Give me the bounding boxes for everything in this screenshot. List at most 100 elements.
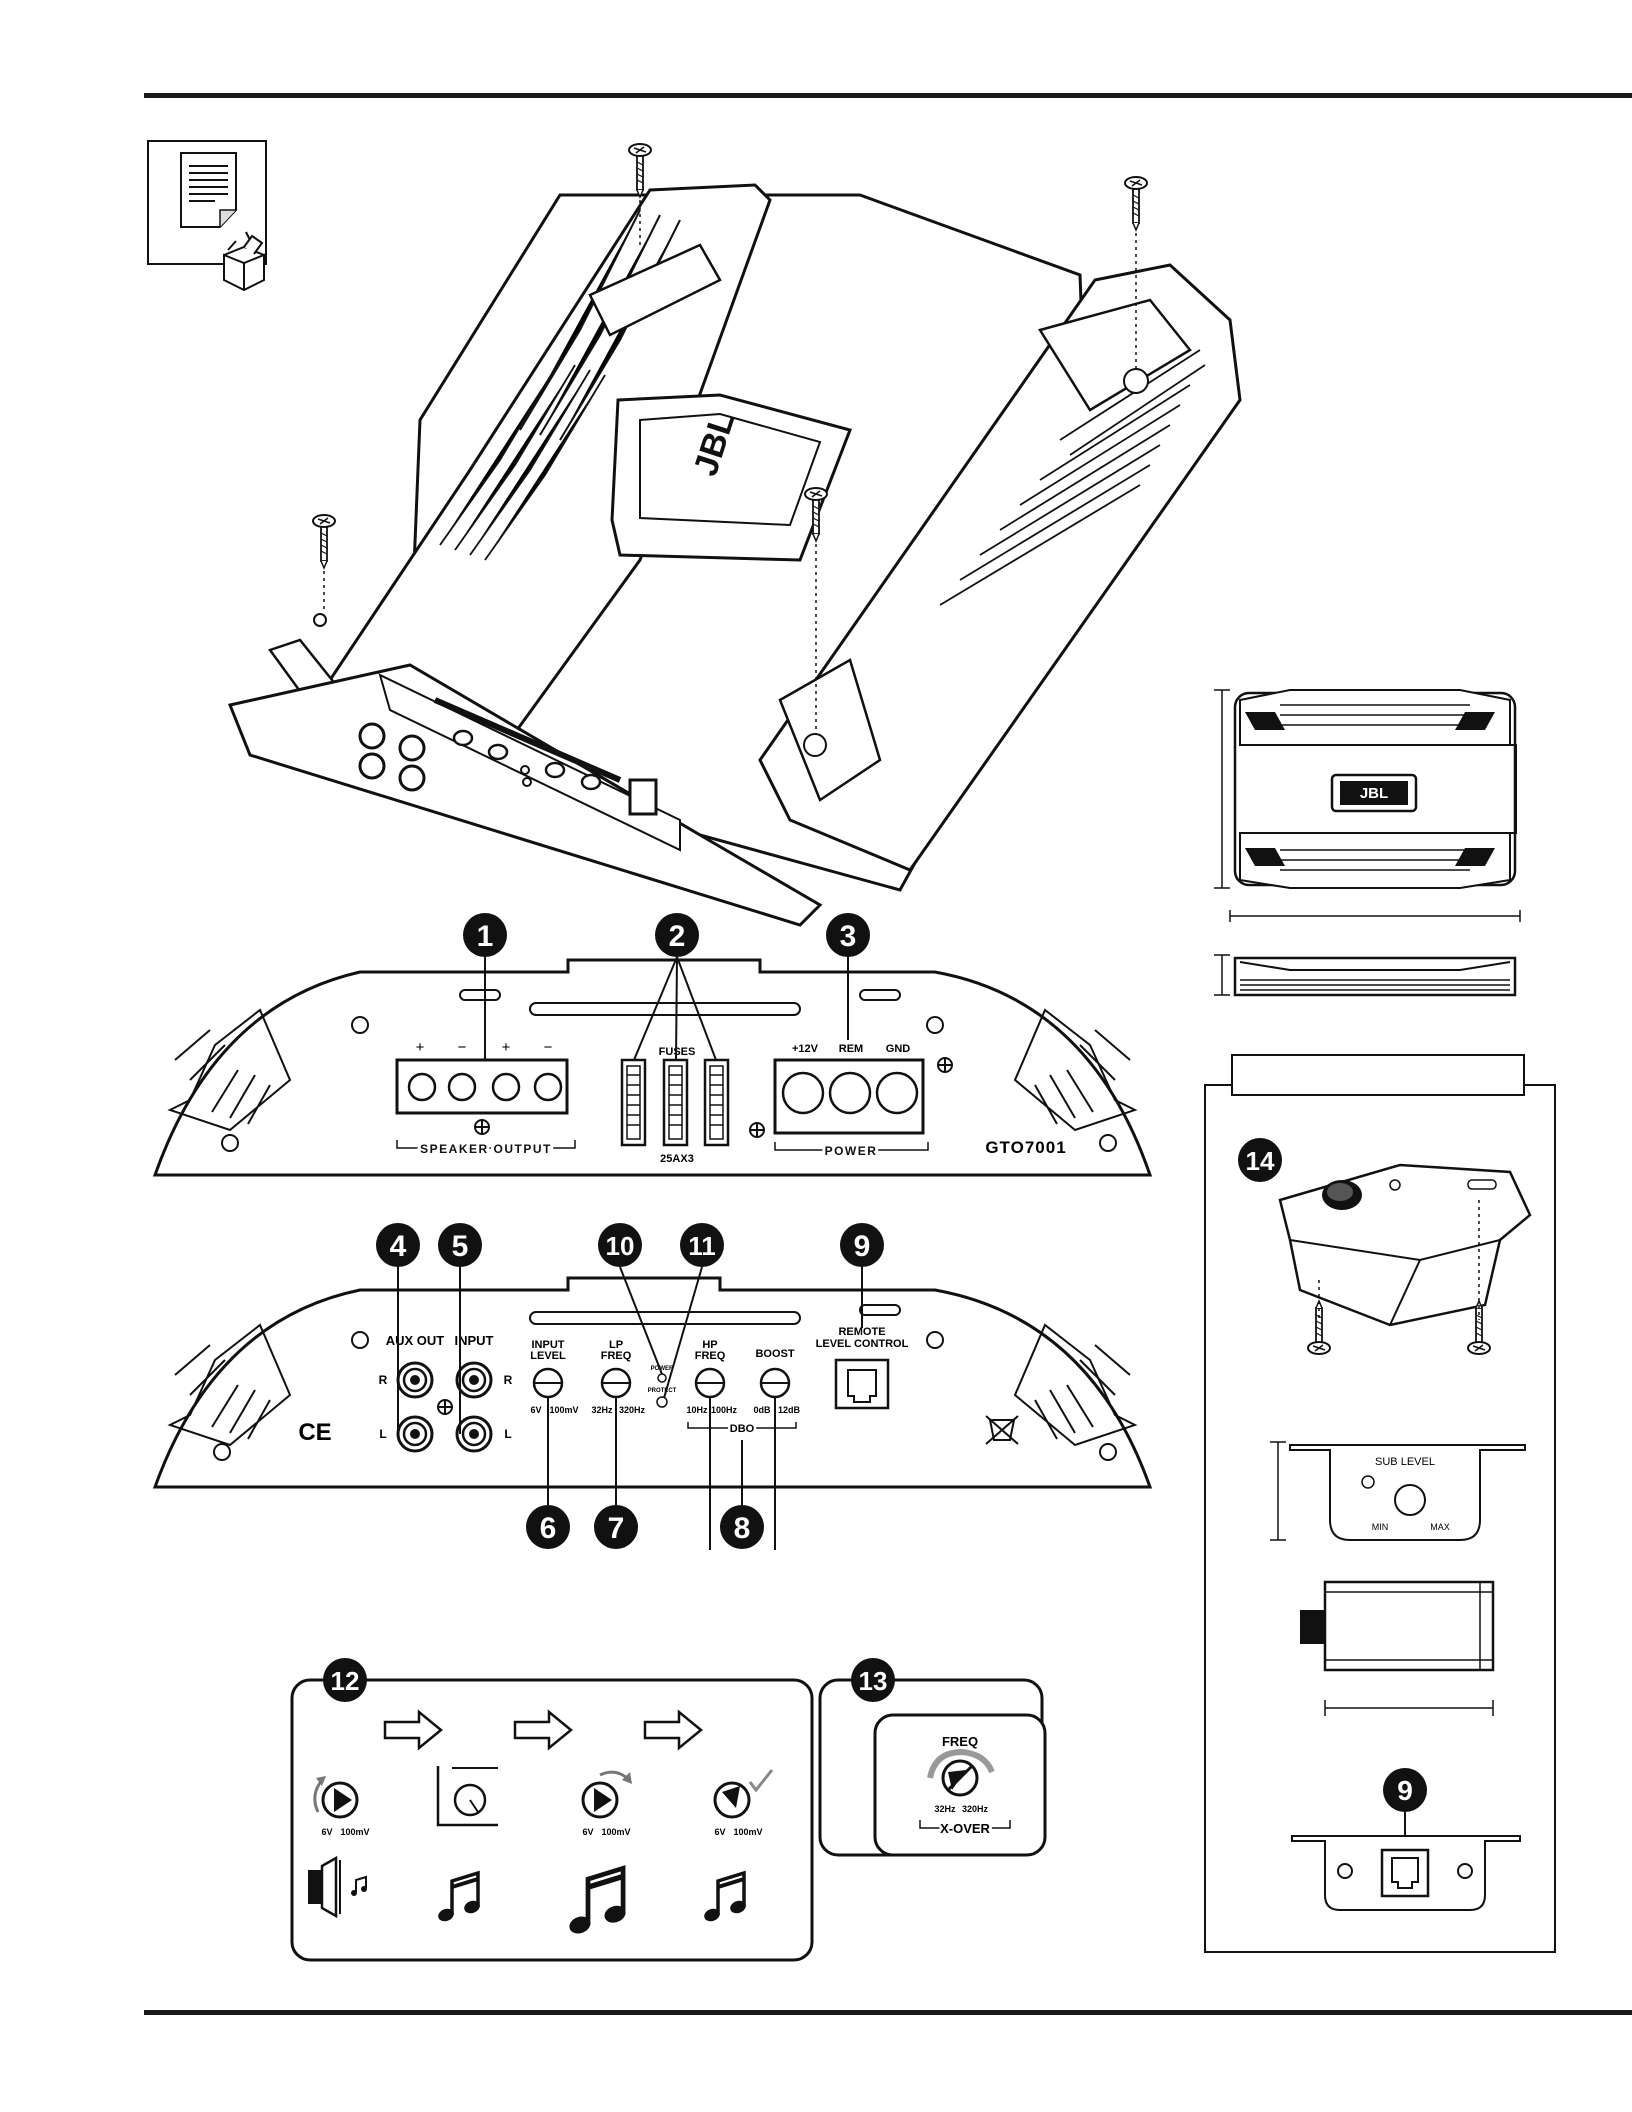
power-terminal-label: REM xyxy=(839,1043,863,1055)
knob-step-3: 6V 100mV xyxy=(581,1770,632,1837)
amplifier-perspective-drawing: JBL xyxy=(227,183,1242,927)
callout-9: 9 xyxy=(840,1223,884,1328)
checkmark-icon xyxy=(748,1769,774,1793)
input-level-min: 6V xyxy=(530,1405,541,1415)
lp-freq-knob xyxy=(600,1367,632,1399)
svg-text:7: 7 xyxy=(608,1512,625,1545)
knob-max-label: 100mV xyxy=(340,1827,369,1837)
knob-step-1: 6V 100mV xyxy=(313,1776,370,1837)
knob-max-label: 100mV xyxy=(733,1827,762,1837)
svg-text:11: 11 xyxy=(688,1231,716,1261)
boost-max: 12dB xyxy=(778,1405,801,1415)
callout-11: 11 xyxy=(663,1223,724,1399)
aux-out-r-jack xyxy=(396,1361,434,1399)
callout-8: 8 xyxy=(709,1397,776,1550)
model-label: GTO7001 xyxy=(985,1138,1066,1157)
svg-text:14: 14 xyxy=(1246,1146,1275,1176)
front-panel: + − + − SPEAKER OUTPUT FUSES 25AX3 +12V … xyxy=(152,958,1153,1177)
svg-text:3: 3 xyxy=(840,920,857,953)
svg-text:9: 9 xyxy=(854,1230,871,1263)
jbl-logo-small: JBL xyxy=(1360,785,1388,802)
remote-module-panel: 14 SUB LEVEL MIN MAX 9 xyxy=(1204,1054,1556,1953)
lp-freq-min: 32Hz xyxy=(591,1405,613,1415)
callout-3: 3 xyxy=(826,913,870,1040)
ground-symbol-icon xyxy=(937,1057,953,1073)
panel-13-crossover: 13 FREQ 32Hz 320Hz X-OVER xyxy=(818,1658,1047,1857)
power-led xyxy=(657,1373,667,1383)
callout-10: 10 xyxy=(598,1223,663,1375)
input-l-jack xyxy=(455,1415,493,1453)
xover-min-label: 32Hz xyxy=(934,1804,956,1814)
xover-label: X-OVER xyxy=(940,1821,990,1836)
manual-box-icon xyxy=(147,140,267,292)
xover-max-label: 320Hz xyxy=(962,1804,989,1814)
ground-symbol-icon xyxy=(474,1119,490,1135)
ground-symbol-icon xyxy=(749,1122,765,1138)
hp-freq-knob xyxy=(694,1367,726,1399)
knob-step-4: 6V 100mV xyxy=(713,1769,774,1837)
svg-text:6: 6 xyxy=(540,1512,557,1545)
channel-r-label: R xyxy=(504,1373,513,1387)
top-view-dimensions: JBL xyxy=(1214,689,1521,922)
power-terminal-label: +12V xyxy=(792,1043,819,1055)
input-label: INPUT xyxy=(455,1333,494,1348)
callout-4: 4 xyxy=(376,1223,420,1434)
knob-min-label: 6V xyxy=(714,1827,725,1837)
power-terminal-label: GND xyxy=(886,1043,911,1055)
input-level-label: INPUT xyxy=(532,1339,565,1351)
svg-text:8: 8 xyxy=(734,1512,751,1545)
svg-text:2: 2 xyxy=(669,920,686,953)
svg-text:13: 13 xyxy=(859,1666,888,1696)
knob-min-label: 6V xyxy=(582,1827,593,1837)
weee-bin-icon xyxy=(985,1415,1019,1445)
knob-min-label: 6V xyxy=(321,1827,332,1837)
hp-freq-max: 100Hz xyxy=(711,1405,738,1415)
lp-freq-label: FREQ xyxy=(601,1350,632,1362)
power-led-label: POWER xyxy=(651,1366,674,1372)
fuse-blocks xyxy=(620,1058,730,1147)
speaker-icon xyxy=(308,1855,367,1919)
input-r-jack xyxy=(455,1361,493,1399)
panel-12-gain-setting: 12 6V 100mV 6V 100mV xyxy=(290,1658,814,1962)
callout-5: 5 xyxy=(438,1223,482,1434)
dbo-label: DBO xyxy=(730,1423,755,1435)
aux-out-label: AUX OUT xyxy=(386,1333,445,1348)
terminal-polarity-label: + xyxy=(416,1039,425,1056)
protect-led-label: PROTECT xyxy=(648,1388,677,1394)
callout-1: 1 xyxy=(463,913,507,1060)
ce-mark: CE xyxy=(298,1419,331,1446)
svg-text:1: 1 xyxy=(477,920,494,953)
bottom-rule xyxy=(144,2010,1632,2015)
boost-min: 0dB xyxy=(753,1405,771,1415)
lp-freq-max: 320Hz xyxy=(619,1405,646,1415)
channel-r-label: R xyxy=(379,1373,388,1387)
callout-7: 7 xyxy=(594,1397,638,1549)
boost-label: BOOST xyxy=(755,1348,794,1360)
screw-icon xyxy=(628,143,652,245)
callout-2: 2 xyxy=(633,913,717,1061)
svg-text:12: 12 xyxy=(331,1666,360,1696)
lp-freq-label: LP xyxy=(609,1339,623,1351)
min-label: MIN xyxy=(1372,1522,1389,1532)
manual-icon xyxy=(180,152,237,228)
svg-text:10: 10 xyxy=(606,1231,635,1261)
power-label: POWER xyxy=(825,1144,878,1158)
rear-panel: AUX OUT INPUT R L R L CE INPUT LEVEL 6V … xyxy=(152,1276,1153,1489)
knob-max-label: 100mV xyxy=(601,1827,630,1837)
input-level-knob xyxy=(532,1367,564,1399)
protect-led xyxy=(656,1396,668,1408)
ground-symbol-icon xyxy=(437,1399,453,1415)
remote-panel-title-box xyxy=(1231,1054,1525,1096)
top-rule xyxy=(144,93,1632,98)
screw-icon xyxy=(1124,176,1148,370)
screw-icon xyxy=(312,514,336,612)
input-level-max: 100mV xyxy=(549,1405,578,1415)
svg-text:5: 5 xyxy=(452,1230,469,1263)
front-knobs xyxy=(452,729,602,791)
remote-label: REMOTE xyxy=(838,1326,885,1338)
hp-freq-label: HP xyxy=(702,1339,717,1351)
hp-freq-label: FREQ xyxy=(695,1350,726,1362)
front-remote-jack xyxy=(628,778,658,816)
callout-6: 6 xyxy=(526,1397,570,1549)
box-icon xyxy=(223,231,265,292)
